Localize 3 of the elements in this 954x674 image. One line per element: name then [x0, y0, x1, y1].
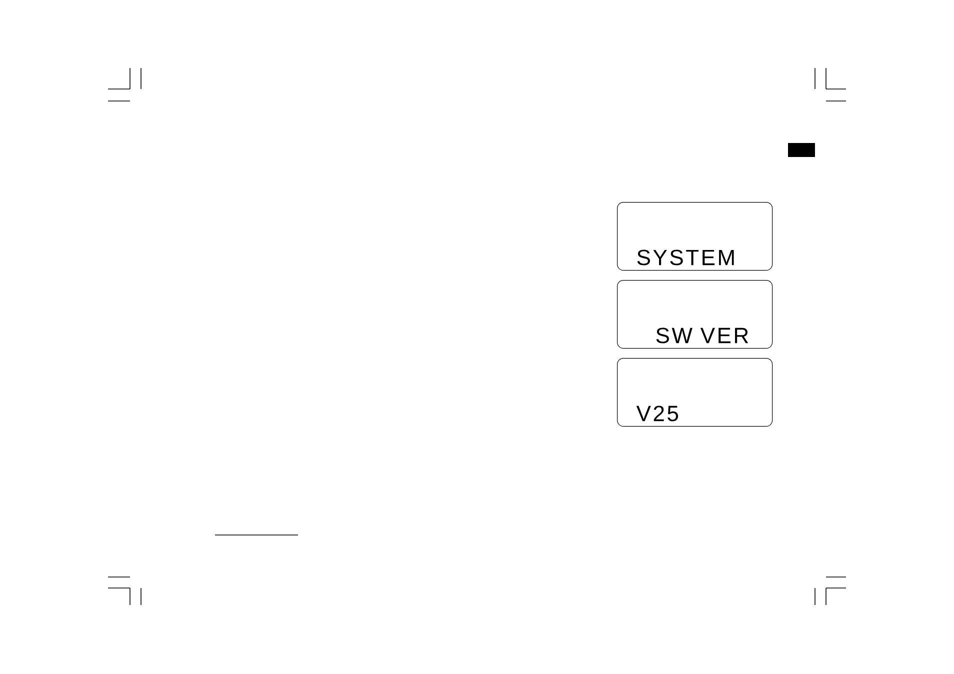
lcd-display: SW VER	[617, 280, 773, 349]
lcd-display: V25	[617, 358, 773, 427]
lcd-display: SYSTEM	[617, 202, 773, 271]
